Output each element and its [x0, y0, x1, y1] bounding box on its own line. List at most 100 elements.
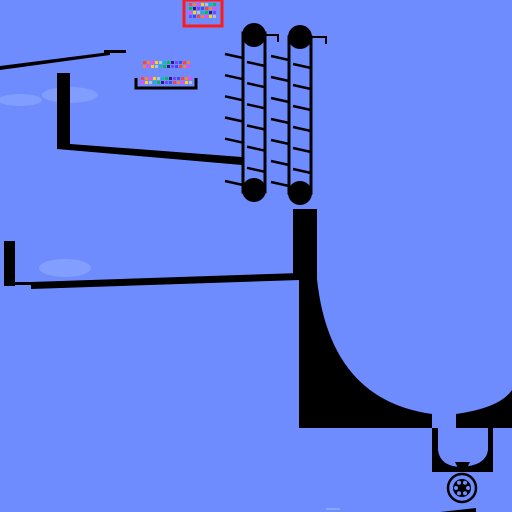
ball [209, 11, 212, 14]
chain-tooth [270, 117, 290, 125]
ball [197, 3, 200, 6]
ball [163, 65, 166, 68]
ball [193, 11, 196, 14]
ball [175, 65, 178, 68]
ball [165, 77, 168, 80]
ball [209, 15, 212, 18]
chain-tooth [270, 75, 290, 83]
bottom-floor [326, 508, 476, 512]
chain-tooth [246, 187, 266, 195]
ball [213, 15, 216, 18]
ball [163, 61, 166, 64]
wheel-notch [463, 491, 467, 496]
ball [197, 15, 200, 18]
chain-tooth [270, 54, 290, 62]
ball [167, 65, 170, 68]
ball [169, 77, 172, 80]
chain-tooth [270, 96, 290, 104]
chain-tooth [292, 188, 312, 196]
ball [145, 81, 148, 84]
ball [187, 65, 190, 68]
ball [193, 7, 196, 10]
chain-tooth [246, 60, 266, 68]
ball [147, 61, 150, 64]
ball [201, 11, 204, 14]
ball [149, 77, 152, 80]
ball [185, 77, 188, 80]
ball [213, 7, 216, 10]
ball [201, 7, 204, 10]
left-wall-upper[interactable] [57, 73, 242, 165]
ball [213, 11, 216, 14]
ball [197, 7, 200, 10]
ball [153, 81, 156, 84]
ball [179, 65, 182, 68]
ball [205, 3, 208, 6]
ball [177, 81, 180, 84]
chain-conveyor-right-icon[interactable] [270, 25, 327, 205]
ball [169, 81, 172, 84]
ball [149, 81, 152, 84]
ball [171, 61, 174, 64]
ball [193, 15, 196, 18]
ball [181, 81, 184, 84]
ball [155, 61, 158, 64]
ball [161, 81, 164, 84]
ball [197, 11, 200, 14]
chain-tooth [292, 125, 312, 133]
ball [209, 3, 212, 6]
ball [187, 61, 190, 64]
ball [141, 81, 144, 84]
ball [213, 3, 216, 6]
ball [157, 81, 160, 84]
quarter-pipe[interactable] [293, 209, 512, 428]
spawner-box-icon[interactable] [182, 0, 224, 28]
wheel-notch [457, 480, 461, 485]
ball [175, 61, 178, 64]
chain-tooth [224, 179, 244, 187]
chain-tooth [224, 158, 244, 166]
ball [189, 77, 192, 80]
wheel-notch [454, 486, 458, 490]
spoked-wheel-icon[interactable] [446, 472, 478, 504]
ball [157, 77, 160, 80]
ball [179, 61, 182, 64]
chain-tooth [224, 73, 244, 81]
upper-left-ramp[interactable] [0, 50, 126, 70]
ball [189, 3, 192, 6]
chain-tooth [270, 138, 290, 146]
ball [173, 81, 176, 84]
chain-conveyor-icon[interactable] [224, 23, 279, 202]
chain-tooth [292, 167, 312, 175]
ball [181, 77, 184, 80]
ball [205, 7, 208, 10]
ball [189, 11, 192, 14]
ball [185, 81, 188, 84]
chain-tooth [224, 95, 244, 102]
chain-tooth [270, 180, 290, 188]
ball [173, 77, 176, 80]
ball [159, 65, 162, 68]
ball [165, 81, 168, 84]
ball [189, 15, 192, 18]
ball [147, 65, 150, 68]
ball [145, 77, 148, 80]
funnel-cup[interactable] [432, 428, 493, 472]
chain-tooth [292, 104, 312, 112]
wheel-notch [457, 491, 461, 496]
ball [151, 61, 154, 64]
chain-tooth [246, 103, 266, 110]
chain-tooth [246, 166, 266, 174]
ball [151, 65, 154, 68]
wheel-notch [466, 486, 470, 490]
ball [205, 15, 208, 18]
ball [183, 61, 186, 64]
ball-tray-icon[interactable] [134, 61, 198, 90]
chain-tooth [292, 146, 312, 154]
chain-tooth [292, 83, 312, 91]
ball [159, 61, 162, 64]
left-wall-lower[interactable] [4, 241, 300, 289]
chain-tooth [224, 52, 244, 60]
ball [143, 61, 146, 64]
